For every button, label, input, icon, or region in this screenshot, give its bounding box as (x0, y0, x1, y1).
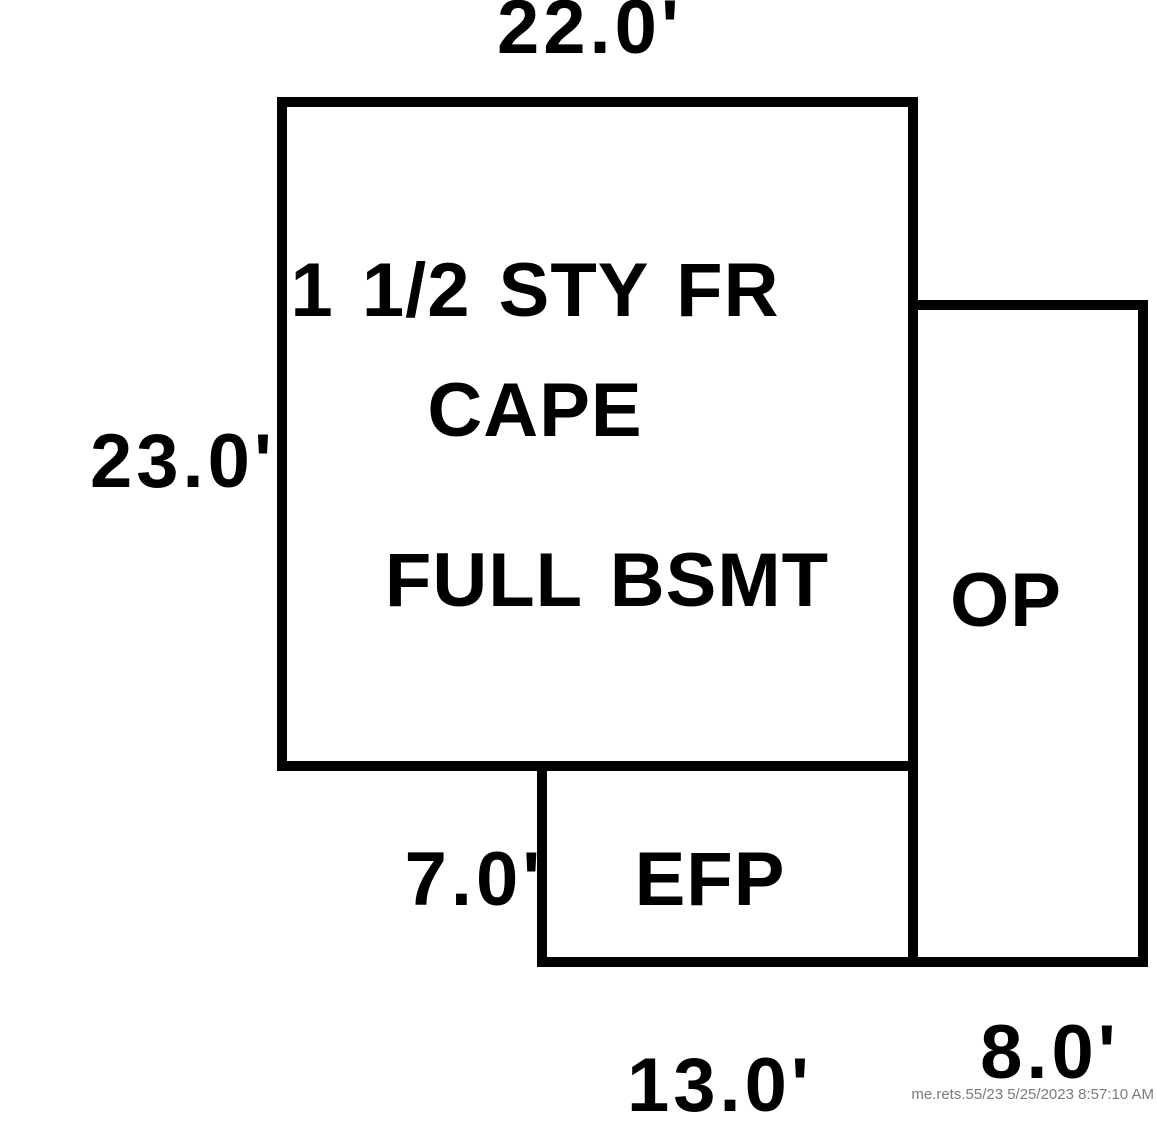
main-building-story-label: 1 1/2 STY FR (290, 248, 780, 333)
enclosed-porch-label: EFP (634, 837, 786, 922)
main-building-footprint (277, 97, 918, 771)
dimension-main-left: 23.0' (90, 419, 276, 504)
dimension-efp-left: 7.0' (404, 837, 545, 922)
dimension-efp-bottom: 13.0' (627, 1043, 813, 1125)
open-porch-label: OP (950, 558, 1062, 643)
dimension-main-top: 22.0' (497, 0, 683, 70)
main-building-style-label: CAPE (427, 368, 643, 453)
watermark-timestamp: me.rets.55/23 5/25/2023 8:57:10 AM (911, 1086, 1154, 1103)
main-building-basement-label: FULL BSMT (384, 538, 830, 623)
dimension-op-bottom: 8.0' (980, 1010, 1120, 1095)
enclosed-porch-footprint (537, 761, 918, 967)
